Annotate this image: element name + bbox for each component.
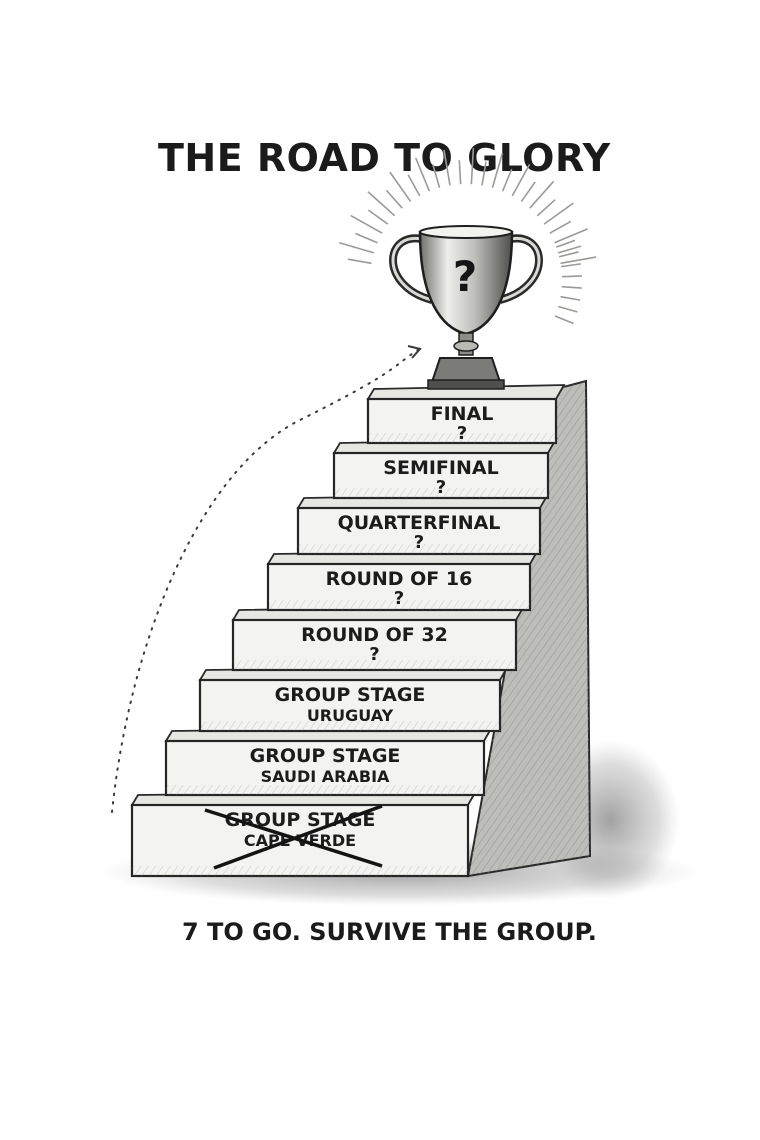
- page-title: THE ROAD TO GLORY: [158, 136, 611, 180]
- step-stage: QUARTERFINAL: [337, 512, 501, 534]
- step-stage: ROUND OF 16: [325, 568, 473, 590]
- ray-line: [558, 305, 578, 313]
- step-opponent: CAPE VERDE: [243, 830, 357, 850]
- ray-line: [561, 275, 582, 278]
- step-opponent: ?: [413, 531, 425, 553]
- step-label-4: ROUND OF 16?: [268, 568, 530, 609]
- ray-line: [470, 148, 475, 185]
- ray-line: [350, 214, 383, 234]
- step-stage: SEMIFINAL: [383, 457, 499, 479]
- ray-line: [458, 160, 462, 185]
- ray-line: [557, 245, 582, 254]
- step-label-1: FINAL?: [368, 403, 556, 444]
- step-opponent: ?: [393, 587, 405, 609]
- trophy-rays: [339, 148, 597, 325]
- dotted-path: [111, 349, 419, 813]
- trophy-rim: [419, 225, 513, 239]
- step-label-2: SEMIFINAL?: [334, 457, 548, 498]
- staircase-side-hatching: [468, 381, 590, 876]
- ray-line: [529, 180, 555, 209]
- trophy-handle-left-inner: [391, 236, 433, 302]
- step-shading: [368, 433, 556, 443]
- step-shading: [166, 785, 484, 795]
- ray-line: [561, 285, 582, 289]
- footer-caption: 7 TO GO. SURVIVE THE GROUP.: [182, 918, 597, 946]
- ray-line: [536, 199, 556, 217]
- steps-layer: [130, 379, 592, 878]
- trophy-handle-right-inner: [499, 236, 541, 302]
- trophy-plinth: [427, 379, 505, 390]
- step-shading: [200, 721, 500, 731]
- ray-line: [414, 157, 431, 192]
- ray-line: [501, 168, 513, 192]
- ray-line: [443, 149, 451, 186]
- step-shading: [132, 866, 468, 876]
- step-opponent: SAUDI ARABIA: [260, 766, 390, 786]
- ray-line: [549, 220, 572, 234]
- dotted-path-arrowhead: [407, 345, 422, 359]
- trophy-base: [430, 357, 502, 383]
- step-stage: ROUND OF 32: [301, 624, 448, 646]
- step-opponent: ?: [435, 476, 447, 498]
- ray-line: [558, 251, 579, 258]
- ray-line: [367, 209, 389, 225]
- trophy-question-mark: ?: [452, 252, 478, 301]
- ray-line: [385, 189, 403, 209]
- ray-line: [560, 256, 597, 265]
- step-label-3: QUARTERFINAL?: [298, 512, 540, 553]
- step-label-5: ROUND OF 32?: [233, 624, 516, 665]
- ray-line: [355, 232, 378, 244]
- ray-line: [555, 239, 576, 248]
- step-stage: GROUP STAGE: [249, 745, 401, 767]
- ray-line: [560, 295, 581, 301]
- step-shading: [268, 600, 530, 610]
- trophy-knob: [453, 340, 479, 352]
- step-opponent: URUGUAY: [306, 705, 394, 725]
- ray-line: [347, 258, 372, 265]
- ray-line: [520, 181, 536, 203]
- step-opponent: ?: [369, 643, 380, 665]
- ray-line: [554, 315, 574, 325]
- ray-line: [543, 202, 574, 225]
- step-shading: [334, 488, 548, 498]
- ray-line: [511, 163, 531, 197]
- step-stage: GROUP STAGE: [274, 684, 426, 706]
- ray-line: [554, 228, 588, 244]
- ray-line: [407, 174, 421, 197]
- trophy-icon: [389, 225, 543, 390]
- step-opponent: ?: [456, 422, 468, 444]
- ray-line: [481, 161, 487, 186]
- step-shading: [298, 544, 540, 554]
- step-shading: [233, 660, 516, 670]
- ray-line: [491, 152, 504, 188]
- ray-line: [560, 263, 581, 268]
- step-stage: FINAL: [430, 403, 494, 425]
- ray-line: [367, 191, 396, 217]
- ray-line: [389, 171, 412, 203]
- ray-line: [432, 164, 441, 188]
- ray-line: [339, 241, 375, 254]
- step-stage: GROUP STAGE: [224, 809, 376, 831]
